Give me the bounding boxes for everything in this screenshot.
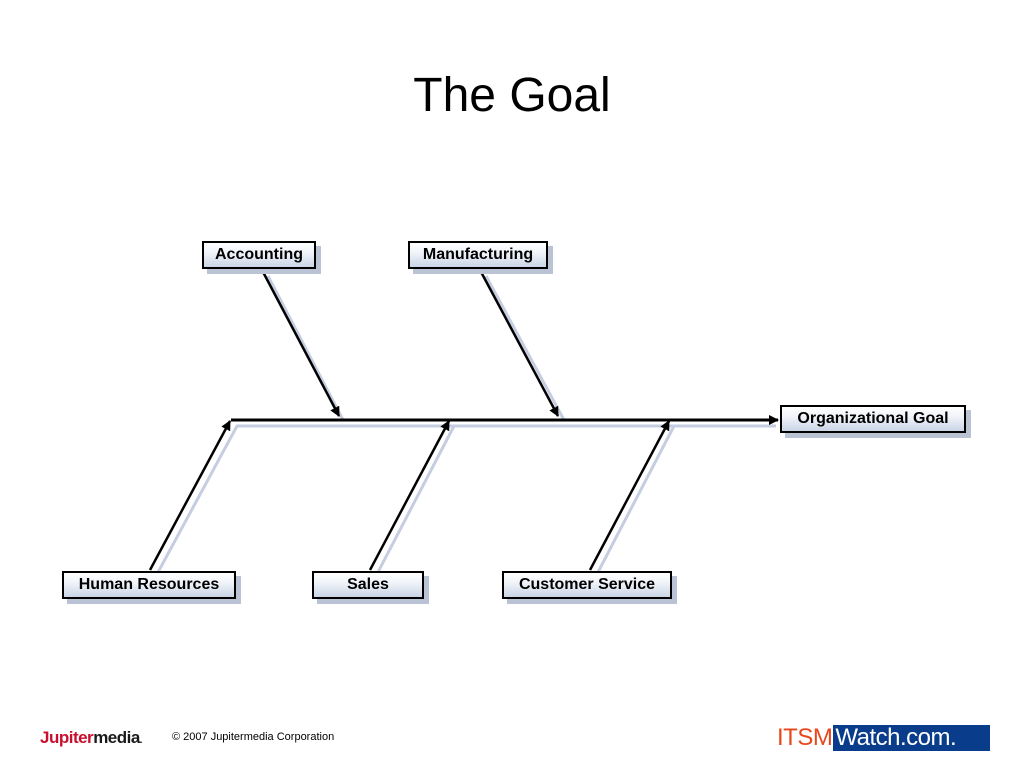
node-customer-service: Customer Service xyxy=(502,571,672,599)
jupitermedia-logo: Jupitermedia. xyxy=(40,728,142,748)
logo-part1: Jupiter xyxy=(40,728,94,747)
human-resources-arrow xyxy=(148,420,232,571)
slide-title: The Goal xyxy=(413,69,611,122)
logo-part2: media xyxy=(93,728,140,747)
connector-shadows xyxy=(154,275,776,577)
node-accounting: Accounting xyxy=(202,241,316,269)
copyright-text: © 2007 Jupitermedia Corporation xyxy=(172,731,335,743)
node-sales: Sales xyxy=(312,571,424,599)
sales-arrow xyxy=(368,420,451,571)
accounting-arrow xyxy=(260,269,341,417)
customer-service-arrow xyxy=(588,420,671,571)
node-organizational-goal: Organizational Goal xyxy=(780,405,966,433)
logo-suffix: . xyxy=(139,735,143,745)
manufacturing-arrow xyxy=(478,269,560,417)
node-manufacturing: Manufacturing xyxy=(408,241,548,269)
node-human-resources: Human Resources xyxy=(62,571,236,599)
itsm-badge-part2: Watch.com. xyxy=(833,725,990,751)
itsm-badge-part1: ITSM xyxy=(776,724,834,751)
